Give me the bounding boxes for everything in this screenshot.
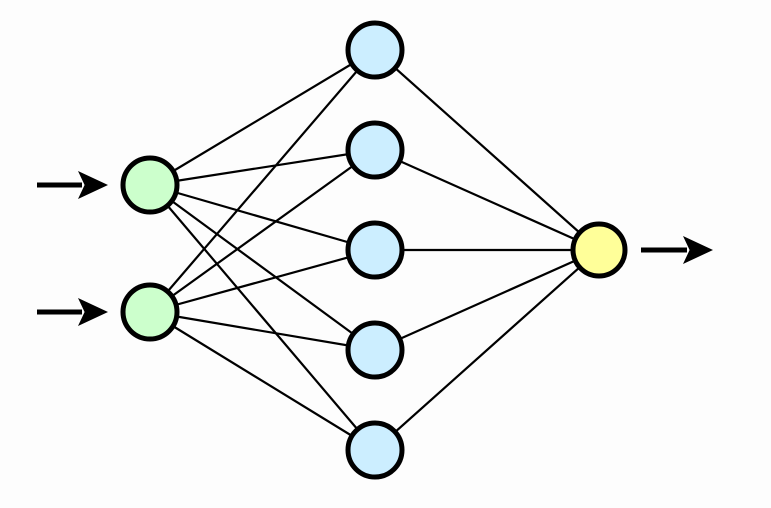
edge-h5-o1 [373, 248, 601, 452]
node-i1[interactable] [120, 155, 180, 215]
input-arrow-bottom-icon [37, 298, 108, 326]
edge-i2-h2 [148, 148, 377, 314]
hidden-node-circle-5[interactable] [345, 420, 405, 480]
hidden-node-circle-2[interactable] [345, 120, 405, 180]
edge-i1-h3 [148, 183, 377, 252]
edge-h4-o1 [373, 248, 601, 352]
edge-i2-h1 [148, 48, 377, 314]
node-h2[interactable] [345, 120, 405, 180]
node-i2[interactable] [120, 282, 180, 342]
hidden-node-circle-3[interactable] [345, 220, 405, 280]
input-arrow-bottom-head [78, 298, 108, 326]
node-h5[interactable] [345, 420, 405, 480]
edge-i1-h2 [148, 148, 377, 187]
io-arrows-group [37, 171, 713, 326]
output-arrow-head [683, 236, 713, 264]
edge-i2-h4 [148, 310, 377, 352]
input-node-circle-1[interactable] [120, 155, 180, 215]
node-o1[interactable] [570, 221, 628, 279]
nodes-group [120, 20, 628, 480]
edge-h1-o1 [373, 48, 601, 252]
edge-i2-h3 [148, 248, 377, 314]
hidden-node-circle-4[interactable] [345, 320, 405, 380]
edge-i1-h5 [148, 183, 377, 452]
node-h3[interactable] [345, 220, 405, 280]
node-h4[interactable] [345, 320, 405, 380]
node-h1[interactable] [345, 20, 405, 80]
input-arrow-top-head [78, 171, 108, 199]
edge-i1-h4 [148, 183, 377, 352]
edge-i1-h1 [148, 48, 377, 187]
input-arrow-top-icon [37, 171, 108, 199]
output-node-circle-1[interactable] [570, 221, 628, 279]
edge-h2-o1 [373, 148, 601, 252]
edge-i2-h5 [148, 310, 377, 452]
output-arrow-icon [641, 236, 713, 264]
input-node-circle-2[interactable] [120, 282, 180, 342]
edges-group [148, 48, 601, 452]
hidden-node-circle-1[interactable] [345, 20, 405, 80]
